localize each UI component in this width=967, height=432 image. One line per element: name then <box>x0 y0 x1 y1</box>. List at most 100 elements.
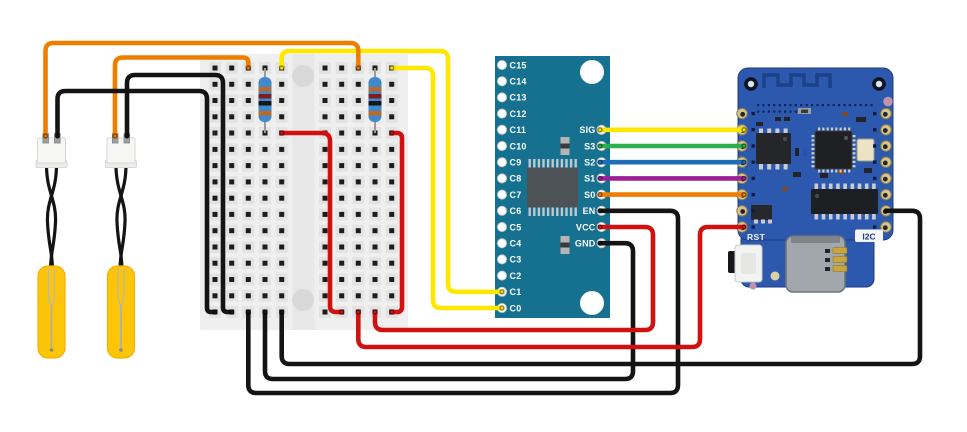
mux-pin-label: S1 <box>584 174 595 184</box>
via-dot <box>784 104 787 107</box>
probe-connector <box>106 137 136 164</box>
breadboard-hole <box>339 130 345 136</box>
mux-chip-pin <box>542 159 545 168</box>
breadboard-hole <box>229 211 235 217</box>
gold-contact <box>832 265 848 272</box>
wire-end <box>355 309 361 315</box>
chip-pin <box>839 168 842 173</box>
breadboard-hole <box>279 244 285 250</box>
breadboard-hole <box>212 130 218 136</box>
mux-pin-c6 <box>497 205 507 216</box>
breadboard-hole <box>355 260 361 266</box>
breadboard-hole <box>245 114 251 120</box>
via-dot <box>751 160 755 164</box>
chip-pin <box>775 163 780 170</box>
breadboard-hole <box>279 81 285 87</box>
wire-mux-gnd-black <box>262 240 636 382</box>
chip-pin <box>811 135 816 138</box>
wemos-pin-hole <box>882 111 888 117</box>
wire-end <box>597 208 603 214</box>
breadboard-hole <box>212 98 218 103</box>
smd-component <box>782 187 788 191</box>
chip-pin <box>828 213 833 220</box>
breadboard-hole <box>339 228 345 234</box>
wire-probe1-signal-orange <box>43 40 361 139</box>
mux-pin-label: C2 <box>510 271 522 281</box>
mux-chip-pin <box>556 159 559 168</box>
chip-dot <box>844 136 848 140</box>
breadboard-hole <box>229 244 235 250</box>
chip-pin <box>843 168 846 173</box>
breadboard-hole <box>372 146 378 152</box>
breadboard-hole <box>389 98 395 103</box>
breadboard-hole <box>245 195 251 201</box>
via-dot <box>751 111 755 116</box>
breadboard-hole <box>245 211 251 217</box>
breadboard-hole <box>389 277 395 282</box>
wire-end <box>339 309 345 315</box>
via-dot <box>873 128 877 132</box>
mux-pin-label: C6 <box>510 206 522 216</box>
wire-end <box>741 127 747 133</box>
via-dot <box>873 111 877 116</box>
wire-mux-en-black <box>246 208 681 396</box>
resistor-band <box>368 94 382 99</box>
temperature-probe <box>35 133 68 359</box>
wire-end <box>54 133 61 139</box>
breadboard-hole <box>279 211 285 217</box>
wemos-rst-label: RST <box>747 232 766 242</box>
wire-end <box>279 130 285 136</box>
wire-probe1-gnd-black <box>55 88 218 315</box>
breadboard-hole <box>212 114 218 120</box>
via-dot <box>767 104 770 107</box>
wemos-pin-hole <box>882 225 888 231</box>
wire-end <box>42 133 49 139</box>
wemos-pin-hole <box>882 160 888 166</box>
breadboard-hole <box>322 114 328 120</box>
breadboard-hole <box>262 211 268 217</box>
esp8266-chip <box>814 130 853 170</box>
breadboard-hole <box>212 81 218 87</box>
breadboard-hole <box>229 277 235 282</box>
breadboard-hole <box>262 293 268 299</box>
mux-pin-c5 <box>497 222 507 232</box>
chip-pin <box>783 163 788 170</box>
wire-end <box>372 309 378 315</box>
wire-end <box>597 127 603 133</box>
mux-pin-label: C7 <box>510 190 522 200</box>
breadboard-hole <box>339 260 345 266</box>
resistor-band <box>258 111 272 116</box>
via-dot <box>784 110 787 113</box>
chip-pin <box>811 160 816 163</box>
chip-pin <box>821 213 826 220</box>
breadboard-hole <box>355 130 361 136</box>
smd-capacitor-band <box>560 143 570 149</box>
breadboard-hole <box>279 293 285 299</box>
wemos-mounting-hole <box>875 80 883 88</box>
chip-pin <box>851 147 856 151</box>
gold-contact <box>832 247 848 254</box>
breadboard-hole <box>322 98 328 103</box>
via-dot <box>751 128 755 132</box>
breadboard-hole <box>279 146 285 152</box>
breadboard-hole <box>339 244 345 250</box>
breadboard-hole <box>279 260 285 266</box>
mux-chip-pin <box>574 207 577 216</box>
via-dot <box>873 144 877 148</box>
breadboard-hole <box>229 65 235 71</box>
mux-pin-c14 <box>497 76 507 87</box>
chip-pin <box>850 213 855 220</box>
breadboard-hole <box>355 114 361 120</box>
via-dot <box>762 110 765 113</box>
breadboard-hole <box>355 244 361 250</box>
breadboard-hole <box>389 114 395 120</box>
wire-end <box>245 65 252 71</box>
wire-end <box>597 159 603 165</box>
breadboard-hole <box>229 293 235 299</box>
wemos-pin-hole <box>882 176 888 182</box>
resistor-band <box>368 87 382 92</box>
mux-chip-pin <box>542 207 545 216</box>
wemos-i2c-label: I2C <box>862 232 875 242</box>
wire-end <box>597 224 603 230</box>
resistor <box>368 68 382 133</box>
